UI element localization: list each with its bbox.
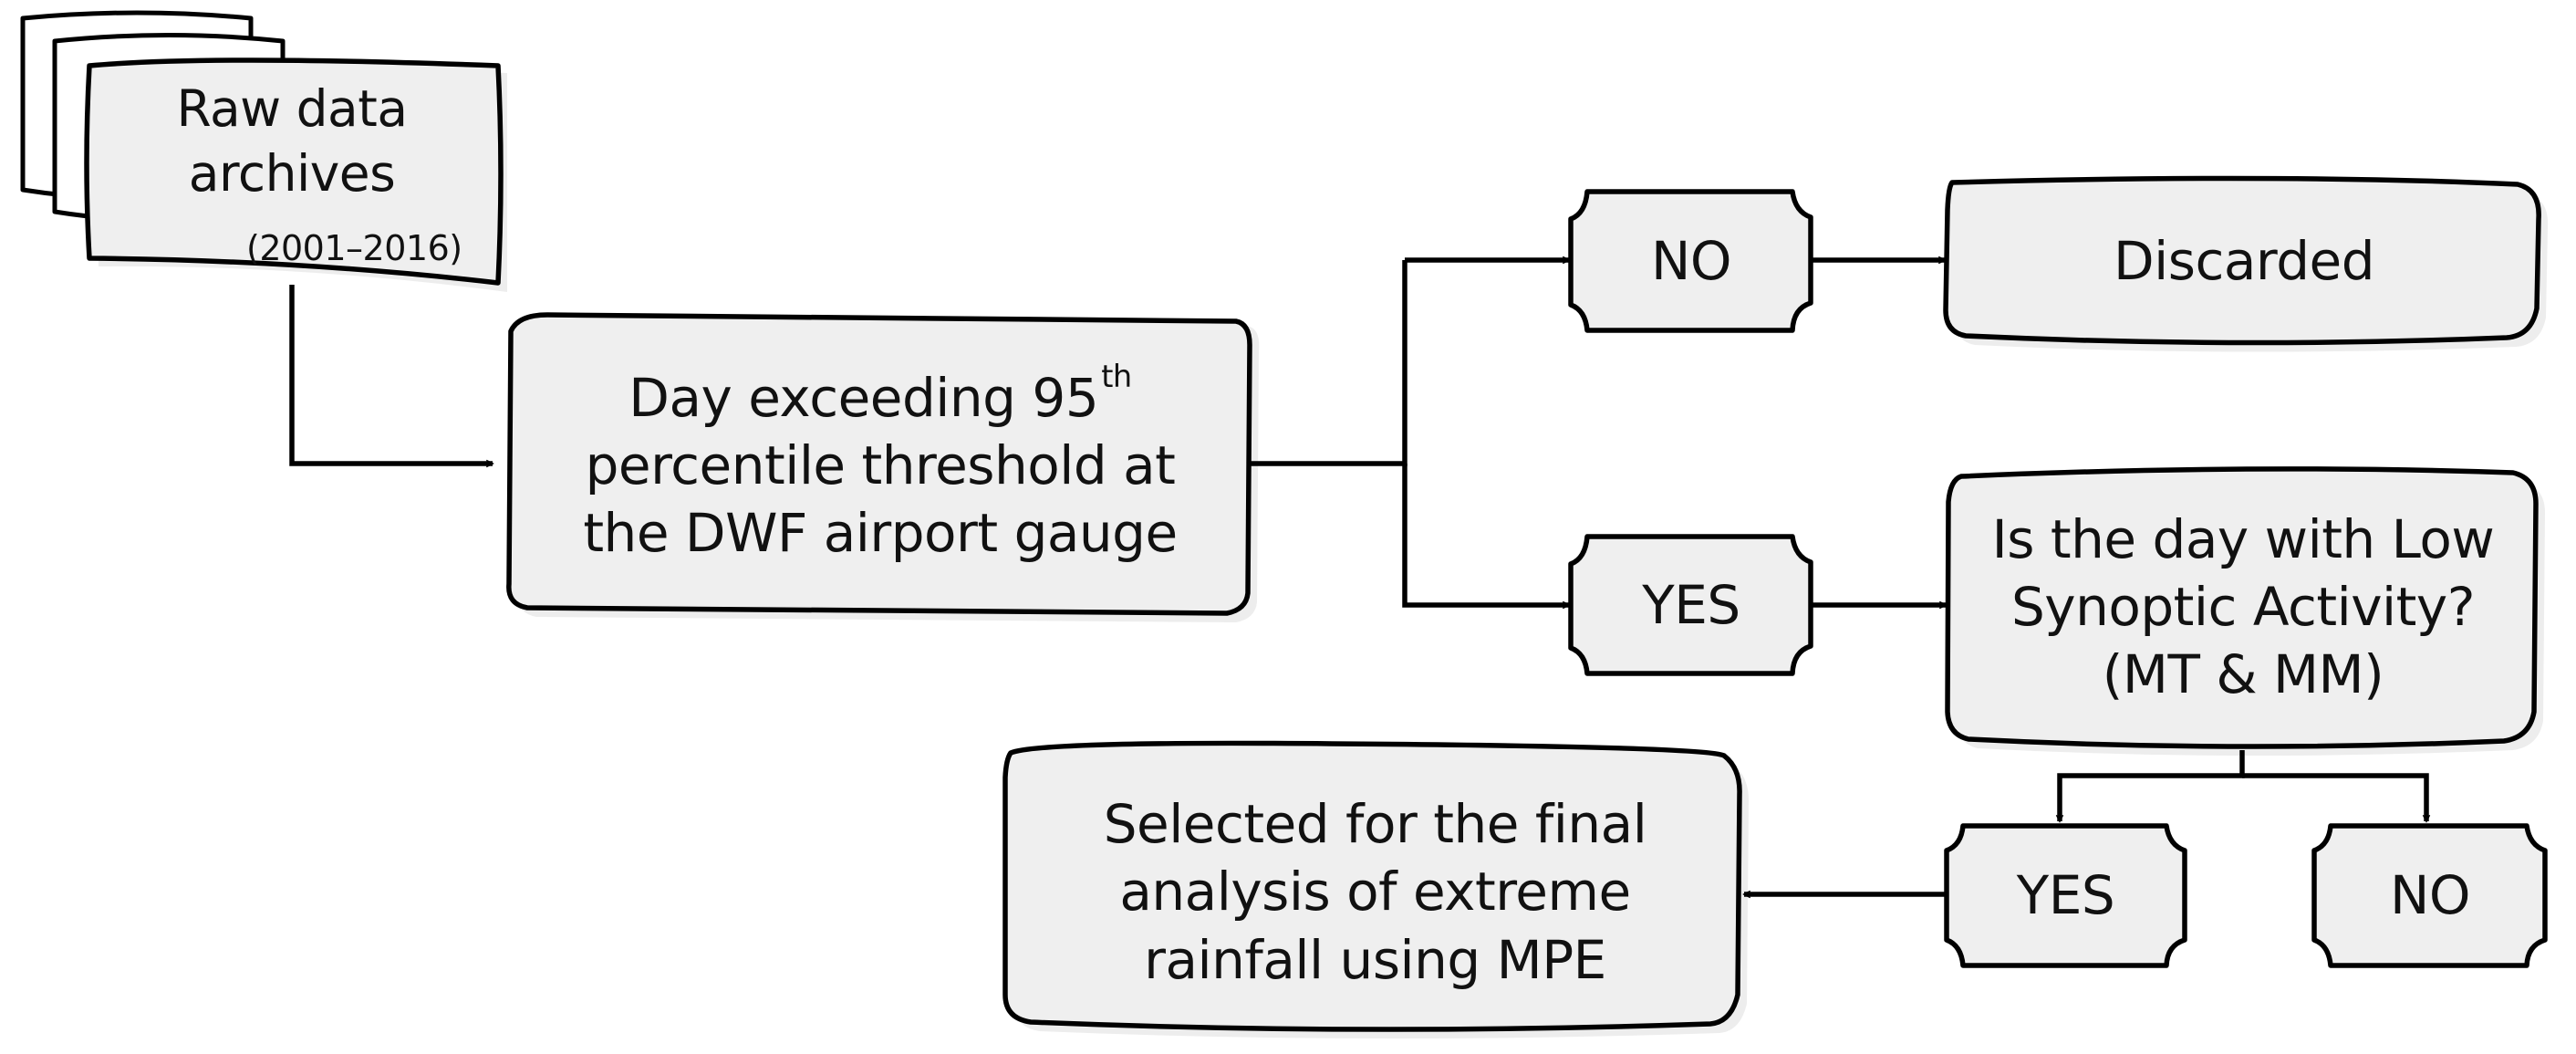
yes-bottom-node xyxy=(1944,823,2187,968)
threshold-label: Day exceeding 95th percentile threshold … xyxy=(583,358,1178,565)
synoptic-label: Is the day with Low Synoptic Activity? (… xyxy=(1991,507,2495,706)
threshold-line1: Day exceeding 95 xyxy=(628,366,1099,429)
synoptic-node xyxy=(1945,466,2545,757)
no-top-node xyxy=(1568,189,1813,333)
no-top-label: NO xyxy=(1650,229,1732,292)
selected-label: Selected for the final analysis of extre… xyxy=(1103,793,1647,991)
connector-synoptic-branch xyxy=(2060,750,2245,821)
yes-bottom-label: YES xyxy=(2016,864,2115,927)
threshold-line1-sup: th xyxy=(1101,358,1132,394)
selected-node xyxy=(1002,740,1750,1039)
yes-mid-node xyxy=(1568,534,1813,676)
raw-data-years-label: (2001–2016) xyxy=(246,228,462,268)
raw-data-archives-node xyxy=(20,10,507,292)
raw-data-label: Raw data archives xyxy=(176,79,408,203)
connector-raw-to-threshold xyxy=(289,285,493,464)
connector-split-to-yes xyxy=(1402,464,1569,605)
discarded-node xyxy=(1943,175,2549,352)
connector-synoptic-to-no xyxy=(2242,773,2426,821)
discarded-label: Discarded xyxy=(2113,229,2375,292)
no-bottom-label: NO xyxy=(2389,864,2471,927)
threshold-node xyxy=(506,312,1260,622)
yes-mid-label: YES xyxy=(1642,573,1740,636)
no-bottom-node xyxy=(2311,823,2548,968)
connector-threshold-split xyxy=(1250,260,1407,466)
